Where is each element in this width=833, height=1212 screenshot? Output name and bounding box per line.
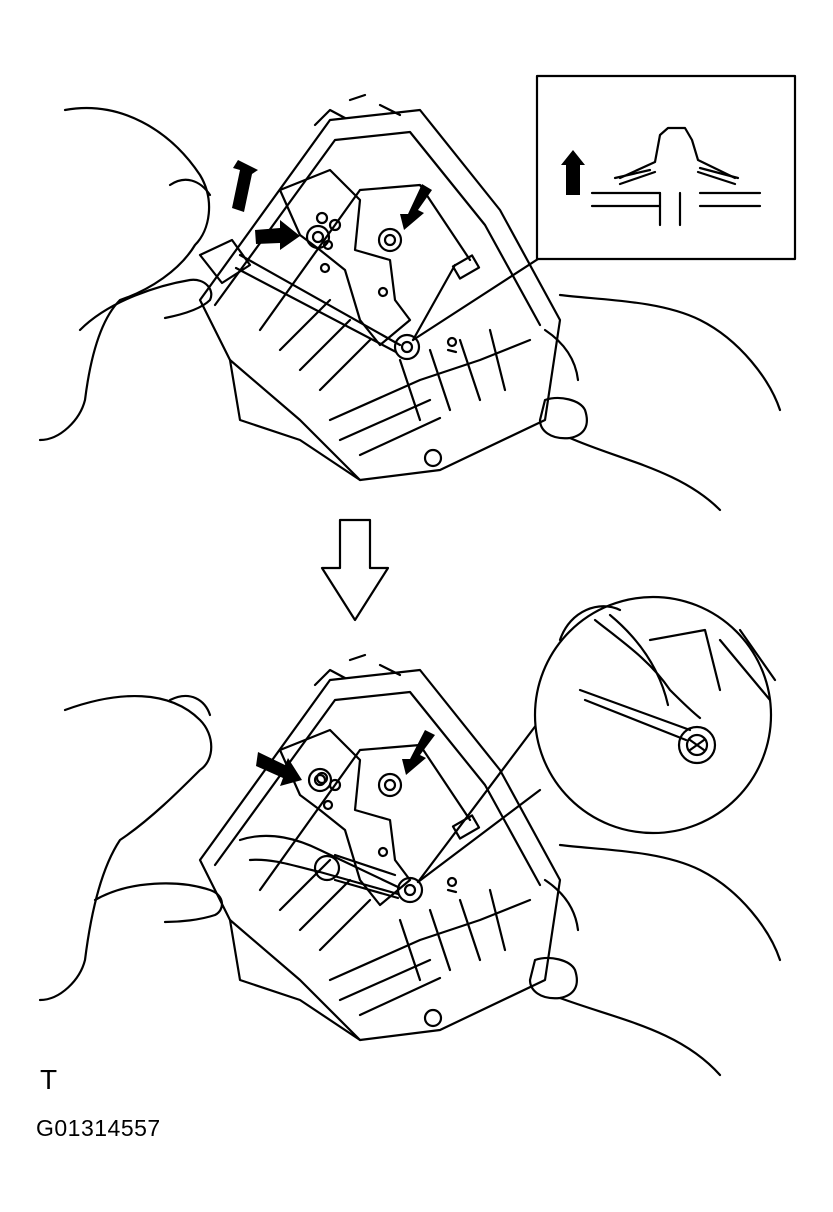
bottom-plate	[278, 728, 412, 907]
nippers	[238, 834, 402, 900]
bottom-clip-target	[396, 876, 424, 904]
push-arrow-icon	[256, 752, 302, 786]
top-bracket-housing	[198, 93, 562, 482]
top-clip-right	[377, 227, 403, 253]
side-letter-label: T	[40, 1064, 58, 1095]
top-left-hand	[38, 107, 213, 442]
push-arrow-icon	[402, 730, 435, 775]
bottom-left-hand	[38, 694, 223, 1002]
top-clip-target	[393, 333, 421, 361]
figure-code-label: G01314557	[36, 1115, 161, 1141]
top-clip-left	[305, 224, 331, 250]
up-arrow-icon	[232, 160, 258, 212]
bottom-bracket-housing	[198, 653, 562, 1042]
bottom-right-hand	[528, 843, 782, 1077]
top-inset-detail	[535, 74, 797, 261]
screwdriver	[198, 238, 402, 354]
push-arrow-icon	[255, 220, 300, 250]
bottom-panel	[38, 595, 782, 1077]
top-panel	[38, 74, 797, 512]
bottom-inset-detail	[533, 595, 777, 835]
down-outline-arrow-icon	[320, 518, 390, 622]
up-arrow-icon	[561, 150, 585, 195]
bottom-clip-right	[377, 772, 403, 798]
push-arrow-icon	[400, 184, 432, 230]
bottom-clip-left	[307, 767, 333, 793]
top-right-hand	[538, 293, 782, 512]
top-plate	[278, 168, 412, 347]
